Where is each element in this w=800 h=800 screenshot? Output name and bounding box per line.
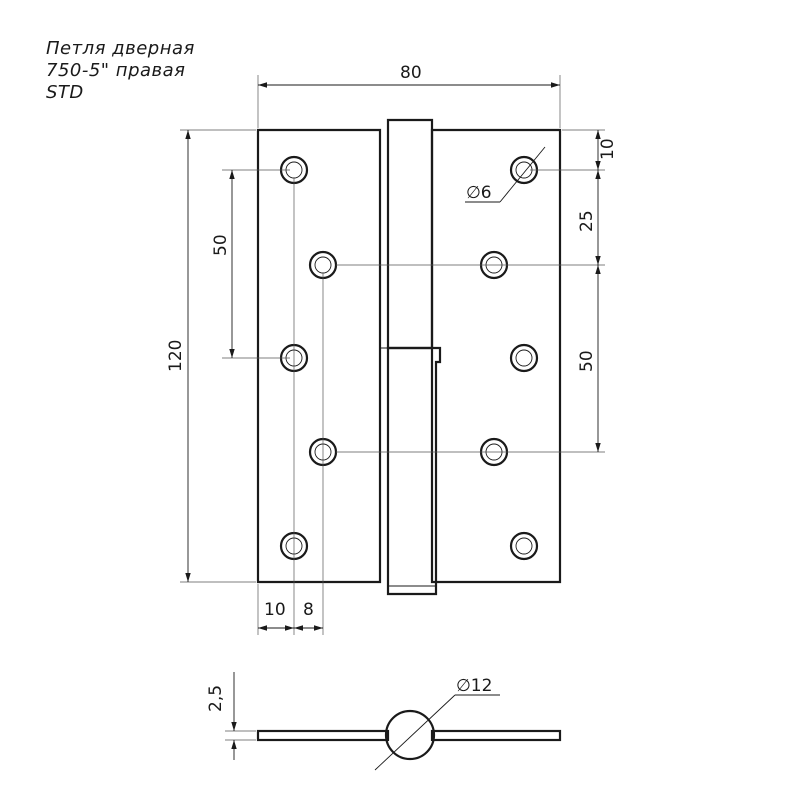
- extension-lines: [180, 75, 605, 635]
- knuckle-upper: [386, 118, 434, 350]
- dim-label-left-spacing: 50: [211, 234, 231, 256]
- dim-label-hole-diameter: ∅6: [466, 183, 492, 203]
- side-leaf-right: [430, 729, 562, 742]
- dim-label-hole-offset: 8: [303, 600, 314, 620]
- screw-hole: [509, 343, 539, 373]
- hinge-side-view: 2,5 ∅12: [206, 672, 562, 771]
- side-knuckle: [384, 709, 436, 761]
- leader-hole-diameter: [499, 146, 546, 203]
- hinge-front-view: [256, 118, 562, 596]
- dim-label-height: 120: [166, 340, 186, 372]
- title-line-model: 750-5" правая: [46, 60, 186, 81]
- dim-label-right-spacing: 50: [577, 350, 597, 372]
- side-leaf-left: [256, 729, 390, 742]
- leader-knuckle-diameter: [374, 694, 456, 771]
- dim-label-width: 80: [400, 63, 422, 83]
- dim-label-thickness: 2,5: [206, 685, 226, 712]
- dim-label-knuckle-diameter: ∅12: [456, 676, 492, 696]
- title-block: Петля дверная 750-5" правая STD: [46, 38, 266, 104]
- dim-label-edge-offset: 10: [264, 600, 286, 620]
- title-line-name: Петля дверная: [46, 38, 195, 59]
- dimension-lines: 80 120 50 10 25 50 10 8 ∅6: [166, 63, 618, 631]
- dim-label-25: 25: [577, 210, 597, 232]
- right-leaf-outline: [430, 128, 562, 584]
- dim-label-top-edge: 10: [598, 138, 618, 160]
- screw-hole: [509, 531, 539, 561]
- left-leaf-outline: [256, 128, 382, 584]
- title-line-variant: STD: [46, 82, 84, 103]
- right-leaf-holes: [479, 155, 539, 561]
